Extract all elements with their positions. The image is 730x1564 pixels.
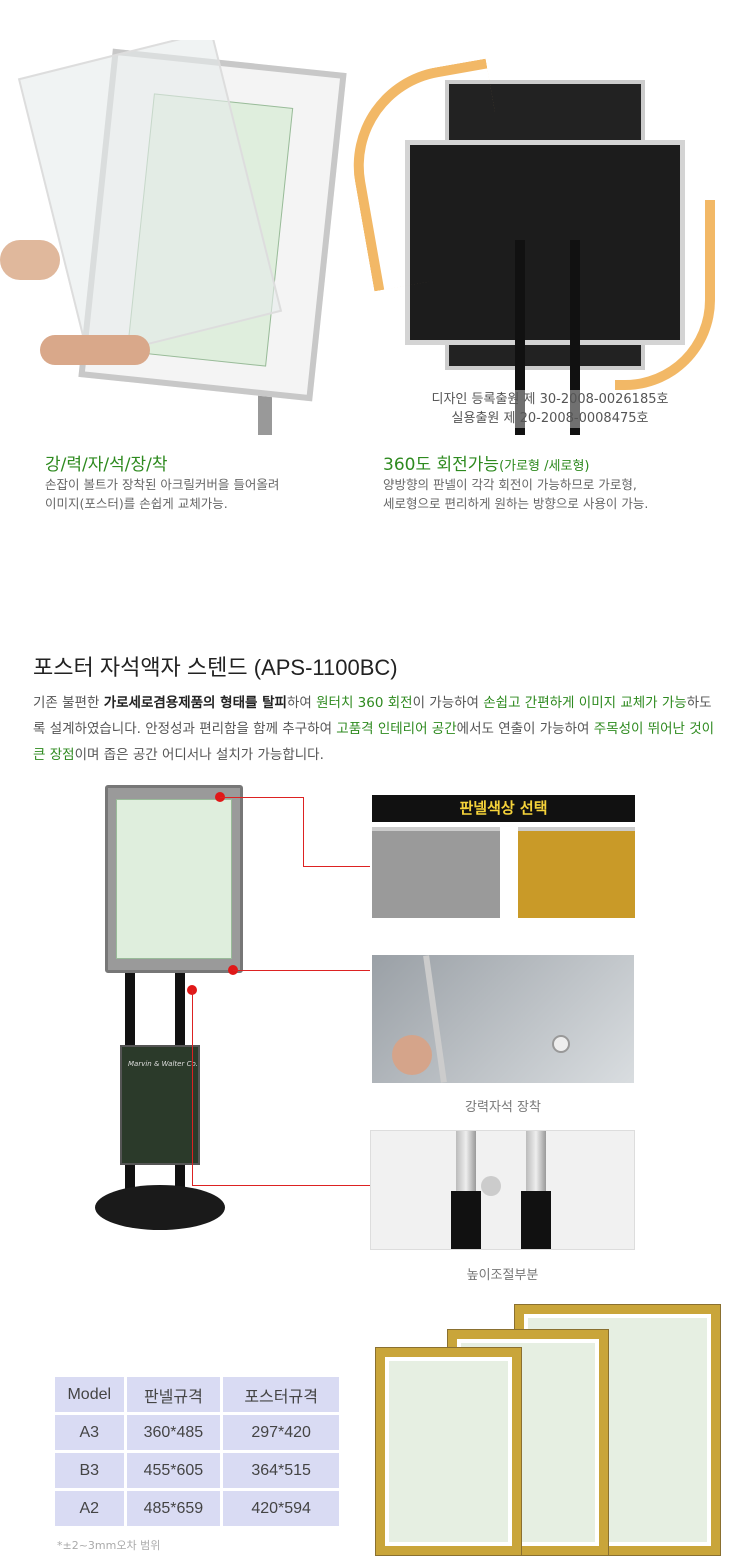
column-header: 판넬규격 [126,1377,221,1412]
tolerance-note: *±2~3mm오차 범위 [57,1539,161,1552]
stand-photo: Marvin & Walter Co. [80,775,270,1235]
column-header: 포스터규격 [223,1377,339,1412]
feature-line: 손잡이 볼트가 장착된 아크릴커버을 들어올려 [45,477,280,492]
frame-a3 [376,1348,521,1555]
cell: 455*605 [126,1453,221,1488]
column-header: Model [55,1377,124,1412]
feature-magnet: 강/력/자/석/장/착 손잡이 볼트가 장착된 아크릴커버을 들어올려 이미지(… [45,450,279,513]
feature-line: 양방향의 판넬이 각각 회전이 가능하므로 가로형, [383,477,637,492]
utility-patent: 실용출원 제 20-2008-0008475호 [451,411,649,426]
height-adjust-photo [370,1130,635,1250]
table-header-row: Model 판넬규격 포스터규격 [55,1377,339,1412]
cell: 364*515 [223,1453,339,1488]
cell: A2 [55,1491,124,1526]
cell: 360*485 [126,1415,221,1450]
acrylic-cover-photo [0,40,360,435]
panel-color-header: 판넬색상 선택 [372,795,635,822]
book-title: Marvin & Walter Co. [128,1060,198,1068]
cell: A3 [55,1415,124,1450]
cell: 420*594 [223,1491,339,1526]
rotation-photo [345,50,730,435]
magnet-caption: 강력자석 장착 [465,1100,541,1115]
feature-line: 세로형으로 편리하게 원하는 방향으로 사용이 가능. [383,496,649,511]
product-description: 기존 불편한 가로세로겸용제품의 형태를 탈피하여 원터치 360 회전이 가능… [33,695,715,763]
panel-color-photo: 판넬색상 선택 [372,795,635,918]
cell: 485*659 [126,1491,221,1526]
feature-line: 이미지(포스터)를 손쉽게 교체가능. [45,496,228,511]
feature-subtitle: (가로형 /세로형) [499,459,590,474]
cell: 297*420 [223,1415,339,1450]
product-title: 포스터 자석액자 스텐드 (APS-1100BC) [33,655,398,680]
design-patent: 디자인 등록출원 제 30-2008-0026185호 [431,392,669,407]
feature-rotation: 360도 회전가능(가로형 /세로형) 양방향의 판넬이 각각 회전이 가능하므… [383,450,648,513]
feature-title: 360도 회전가능 [383,455,500,475]
height-adjust-caption: 높이조절부분 [466,1268,539,1283]
feature-title: 강/력/자/석/장/착 [45,455,168,475]
magnet-photo [372,955,634,1083]
cell: B3 [55,1453,124,1488]
patent-info: 디자인 등록출원 제 30-2008-0026185호 실용출원 제 20-20… [400,390,700,428]
